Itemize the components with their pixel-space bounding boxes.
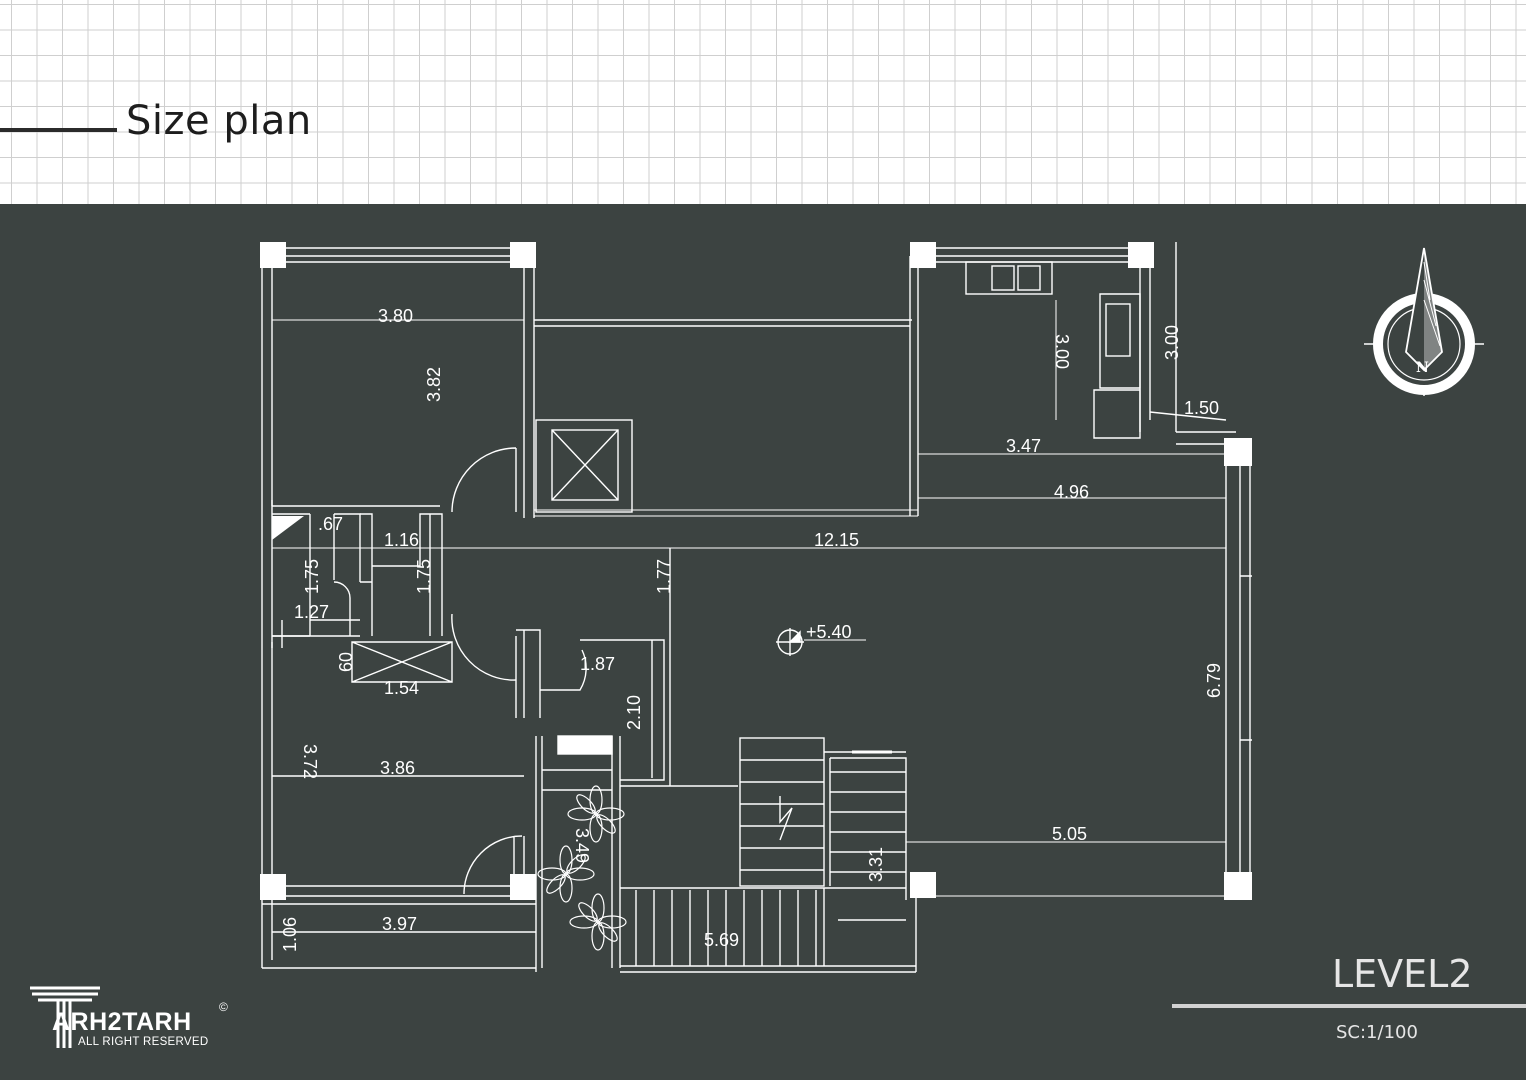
title-rule xyxy=(0,128,117,132)
level-label: LEVEL2 xyxy=(1332,952,1473,996)
dim-storage-depth: 2.10 xyxy=(624,695,644,730)
dim-bedroom2-depth: 3.72 xyxy=(300,744,320,779)
level-mark: +5.40 xyxy=(806,622,852,642)
brand-rights: ALL RIGHT RESERVED xyxy=(78,1036,209,1048)
plan-walls xyxy=(261,242,1252,973)
dim-overall-width: 12.15 xyxy=(814,530,859,550)
plan-board xyxy=(0,204,1526,1080)
dim-kitchen-width: 3.47 xyxy=(1006,436,1041,456)
dim-bedroom1-width: 3.80 xyxy=(378,306,413,326)
dim-stair2-depth: 3.31 xyxy=(866,847,886,882)
dim-storage-width: 1.87 xyxy=(580,654,615,674)
dim-hall-width: 1.16 xyxy=(384,530,419,550)
dimension-labels: 3.80 3.82 3.00 3.00 1.50 3.47 4.96 .67 1… xyxy=(280,306,1224,952)
dim-shaft-depth: 60 xyxy=(336,652,356,672)
dim-bedroom2-width: 3.86 xyxy=(380,758,415,778)
dim-balcony-width: 3.97 xyxy=(382,914,417,934)
dim-corridor-depth: 1.77 xyxy=(654,559,674,594)
dim-living-top-width: 4.96 xyxy=(1054,482,1089,502)
graph-paper-header xyxy=(0,0,1526,204)
brand-logo-icon xyxy=(30,986,100,1048)
dim-bath-depth: 1.75 xyxy=(414,559,434,594)
dim-kitchen-depth-outer: 3.00 xyxy=(1162,325,1182,360)
dim-bedroom1-depth: 3.82 xyxy=(424,367,444,402)
columns xyxy=(260,242,1252,900)
level-underline xyxy=(1172,1004,1526,1008)
shaft-marker xyxy=(272,516,304,540)
planter-plants xyxy=(537,785,627,951)
compass-north-letter: N xyxy=(1416,360,1429,376)
dim-wc-door: 1.27 xyxy=(294,602,329,622)
scale-label: SC:1/100 xyxy=(1336,1022,1418,1043)
dim-wc-depth: 1.75 xyxy=(302,559,322,594)
dim-living-bottom-width: 5.05 xyxy=(1052,824,1087,844)
north-compass-icon: N xyxy=(1364,247,1484,396)
dim-stair-run: 5.69 xyxy=(704,930,739,950)
dim-shaft-width: 1.54 xyxy=(384,678,419,698)
dim-balcony-depth: 1.06 xyxy=(280,917,300,952)
dim-balcony-step: 1.50 xyxy=(1184,398,1219,418)
brand-name: ARH2TARH xyxy=(52,1008,192,1036)
dim-wc-width: .67 xyxy=(318,514,343,534)
dim-kitchen-depth-inner: 3.00 xyxy=(1052,334,1072,369)
brand-copyright: © xyxy=(219,1000,228,1014)
page-title: Size plan xyxy=(126,98,312,144)
dim-living-depth: 6.79 xyxy=(1204,663,1224,698)
dim-stair-depth: 3.49 xyxy=(572,828,592,863)
